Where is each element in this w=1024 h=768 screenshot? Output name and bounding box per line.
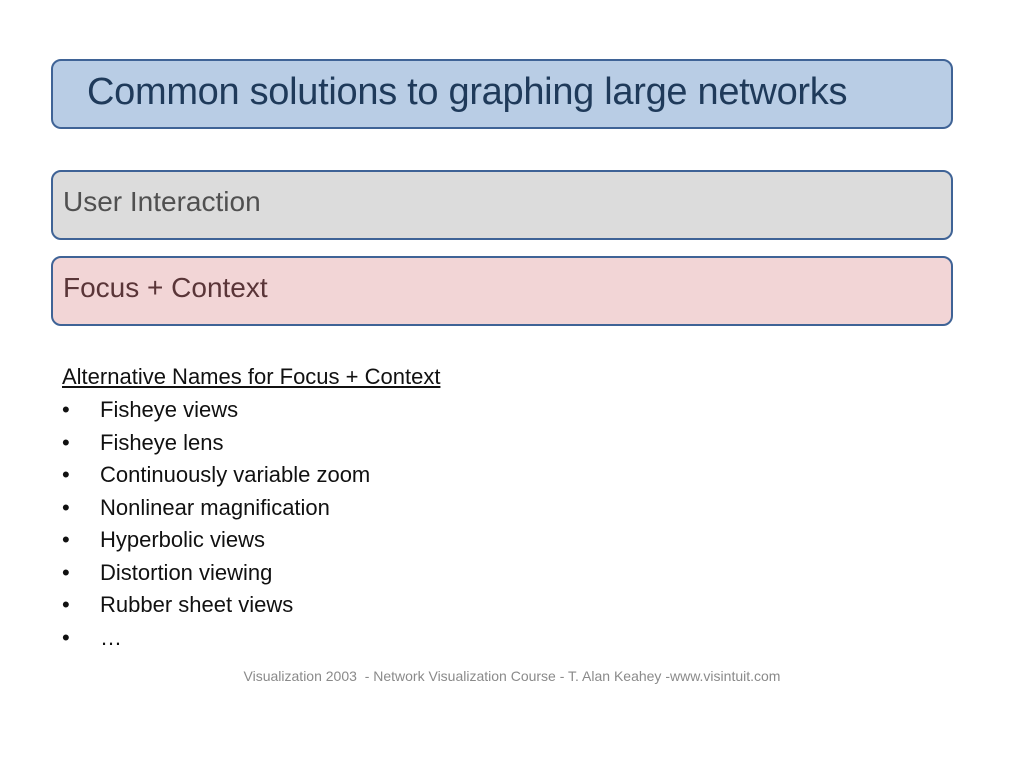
list-item-text: Rubber sheet views: [100, 592, 294, 617]
alt-names-heading: Alternative Names for Focus + Context: [62, 364, 441, 389]
bullet-icon: •: [62, 429, 70, 455]
list-item-text: …: [100, 624, 122, 650]
slide-title: Common solutions to graphing large netwo…: [87, 71, 848, 113]
user-interaction-label: User Interaction: [63, 186, 261, 217]
list-item-text: Nonlinear magnification: [100, 494, 330, 520]
bullet-icon: •: [62, 397, 70, 422]
bullet-icon: •: [62, 624, 70, 650]
list-item-text: Distortion viewing: [100, 559, 273, 585]
list-item-text: Fisheye views: [100, 397, 239, 422]
bullet-icon: •: [62, 462, 70, 487]
bullet-icon: •: [62, 559, 70, 585]
bullet-icon: •: [62, 494, 70, 520]
list-item-text: Continuously variable zoom: [100, 462, 371, 487]
focus-context-label: Focus + Context: [63, 272, 268, 303]
focus-context-box: Focus + Context: [51, 256, 953, 326]
bullet-icon: •: [62, 592, 70, 617]
user-interaction-box: User Interaction: [51, 170, 953, 240]
list-item-text: Hyperbolic views: [100, 527, 266, 552]
slide-footer: Visualization 2003 - Network Visualizati…: [243, 668, 781, 684]
bullet-icon: •: [62, 527, 70, 552]
list-item-text: Fisheye lens: [100, 429, 224, 455]
title-box: Common solutions to graphing large netwo…: [51, 59, 953, 129]
